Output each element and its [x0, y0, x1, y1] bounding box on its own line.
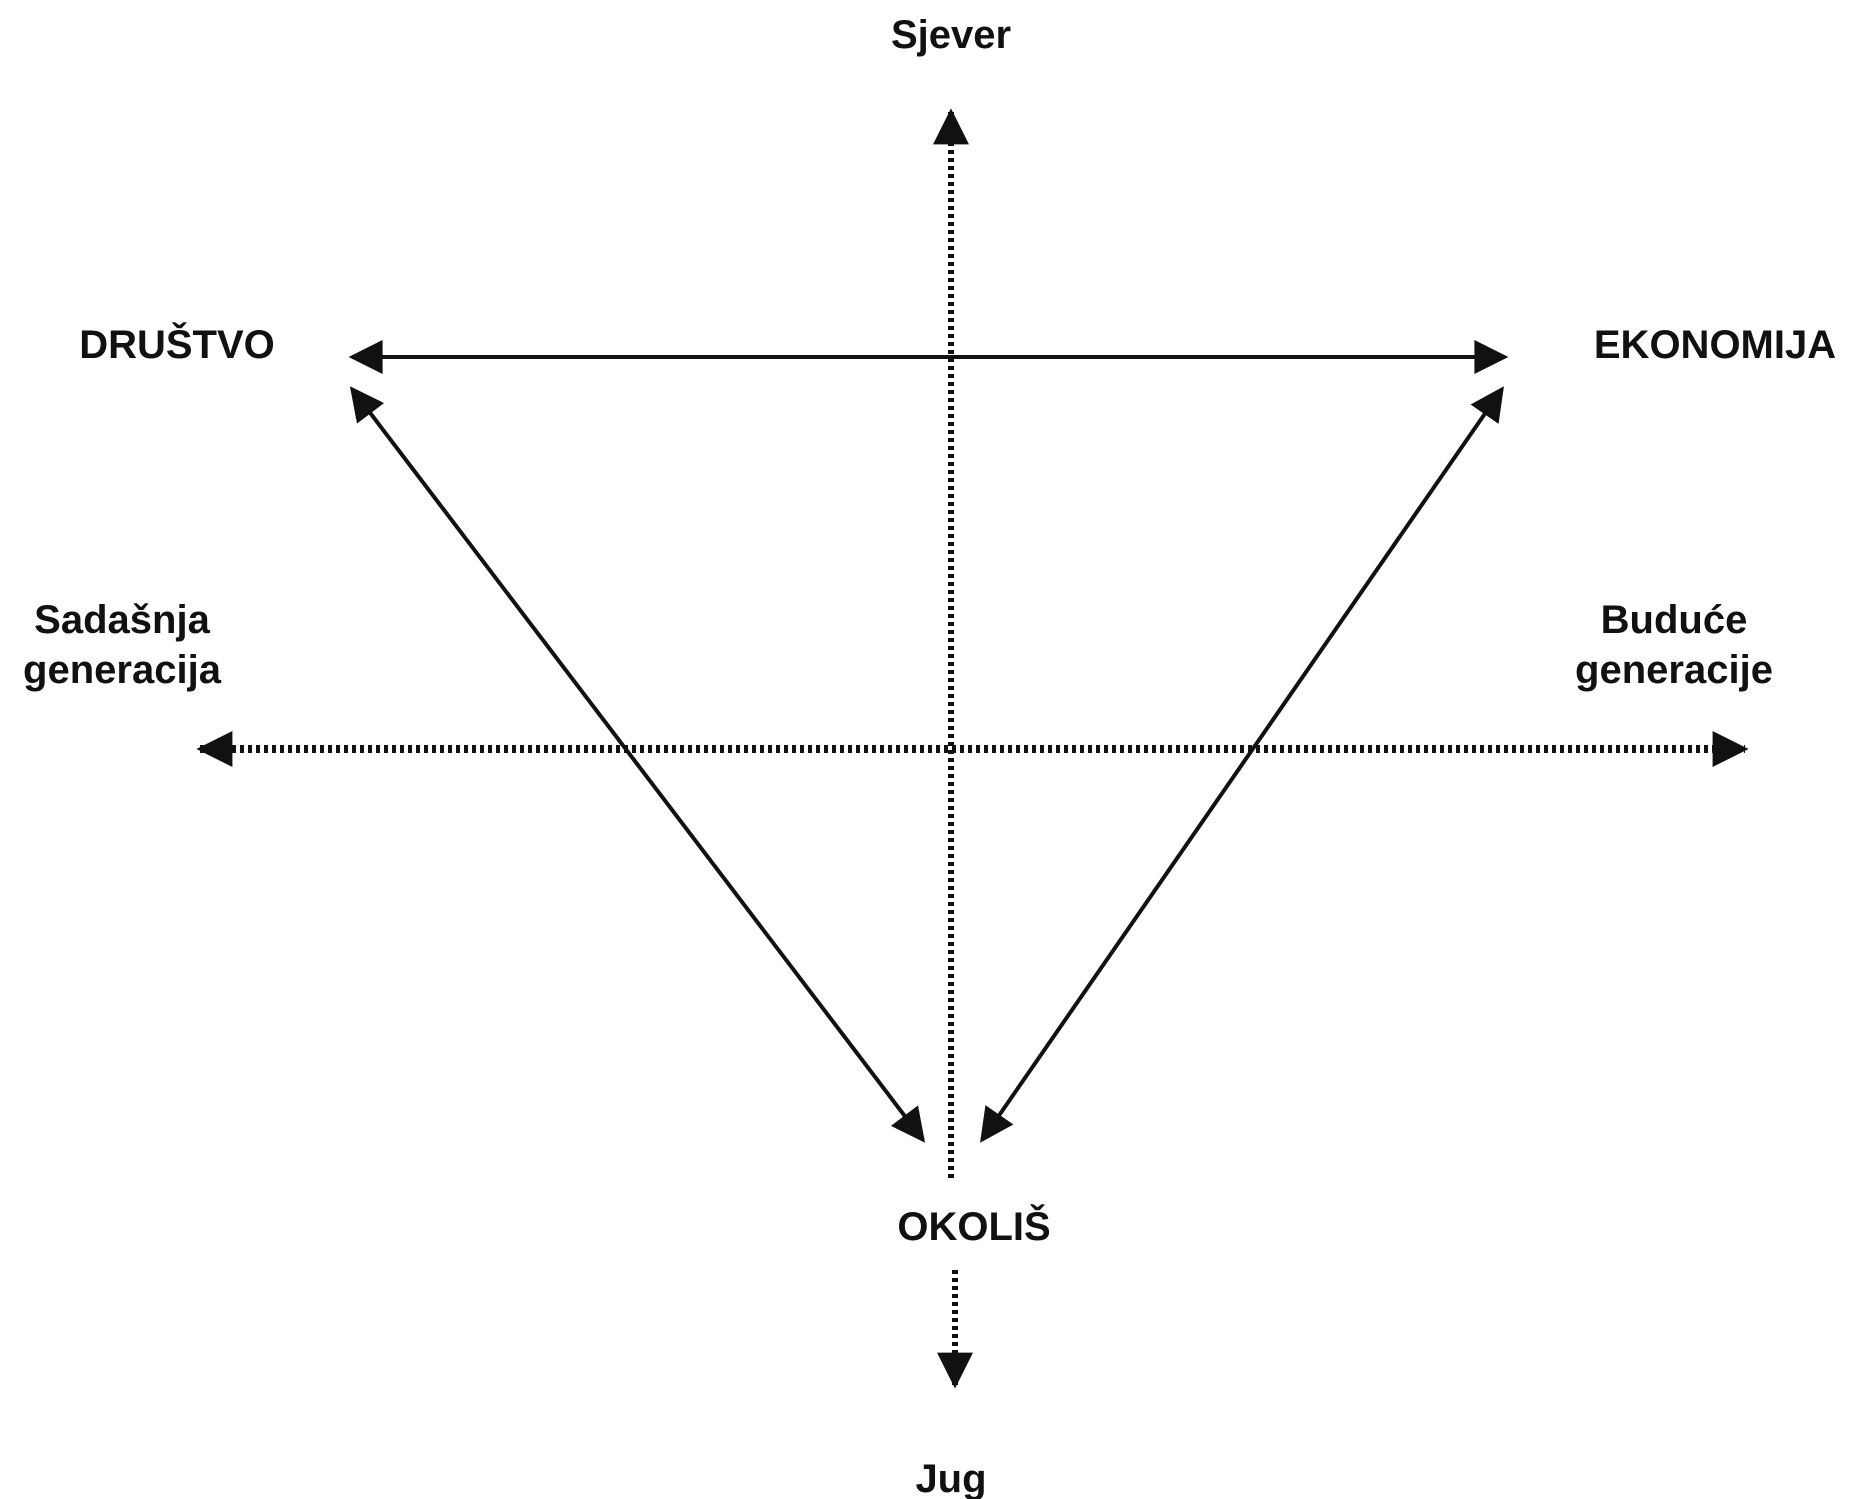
society-label: DRUŠTVO	[79, 321, 275, 367]
future-generations-label-line2: generacije	[1575, 648, 1773, 692]
environment-label: OKOLIŠ	[897, 1203, 1050, 1249]
society-environment-arrow	[349, 386, 926, 1143]
south-label: Jug	[915, 1457, 986, 1499]
present-generation-label-line2: generacija	[23, 648, 222, 692]
north-label: Sjever	[891, 13, 1011, 57]
economy-label: EKONOMIJA	[1594, 323, 1836, 367]
present-generation-label-line1: Sadašnja	[34, 598, 210, 642]
future-generations-label-line1: Buduće	[1601, 598, 1748, 642]
economy-environment-arrow	[980, 386, 1504, 1143]
